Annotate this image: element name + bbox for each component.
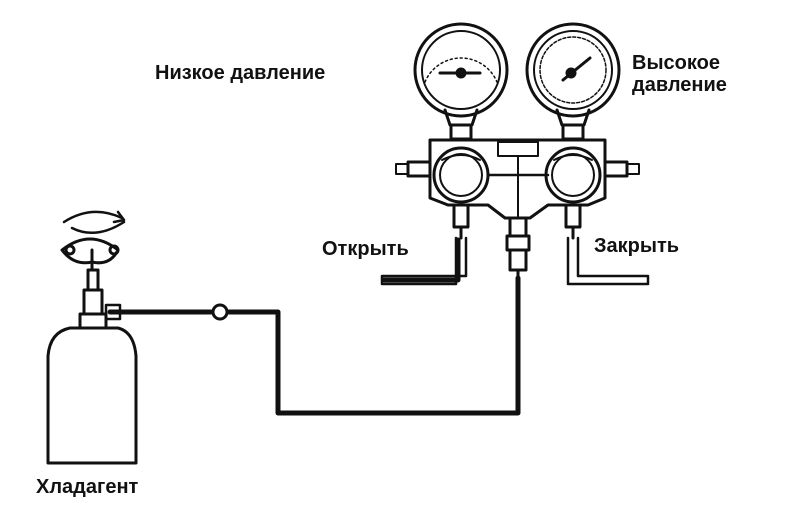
high-pressure-label-line2: давление — [632, 74, 727, 96]
manifold-body — [395, 138, 640, 220]
high-side-valve-handle — [564, 203, 650, 286]
hose-coupler — [211, 303, 229, 321]
charging-hose — [107, 275, 521, 416]
refrigerant-label: Хладагент — [36, 476, 139, 498]
high-pressure-label: Высокое давление — [632, 52, 727, 96]
high-pressure-gauge — [525, 22, 621, 141]
center-service-fitting — [505, 216, 531, 280]
low-pressure-gauge — [413, 22, 509, 141]
hose-end-fitting — [104, 303, 122, 321]
close-label: Закрыть — [594, 235, 680, 257]
refrigerant-can — [46, 210, 138, 465]
open-label: Открыть — [322, 238, 409, 260]
high-pressure-label-line1: Высокое — [632, 52, 720, 74]
low-pressure-label: Низкое давление — [155, 62, 326, 84]
low-side-valve-handle — [380, 203, 470, 286]
